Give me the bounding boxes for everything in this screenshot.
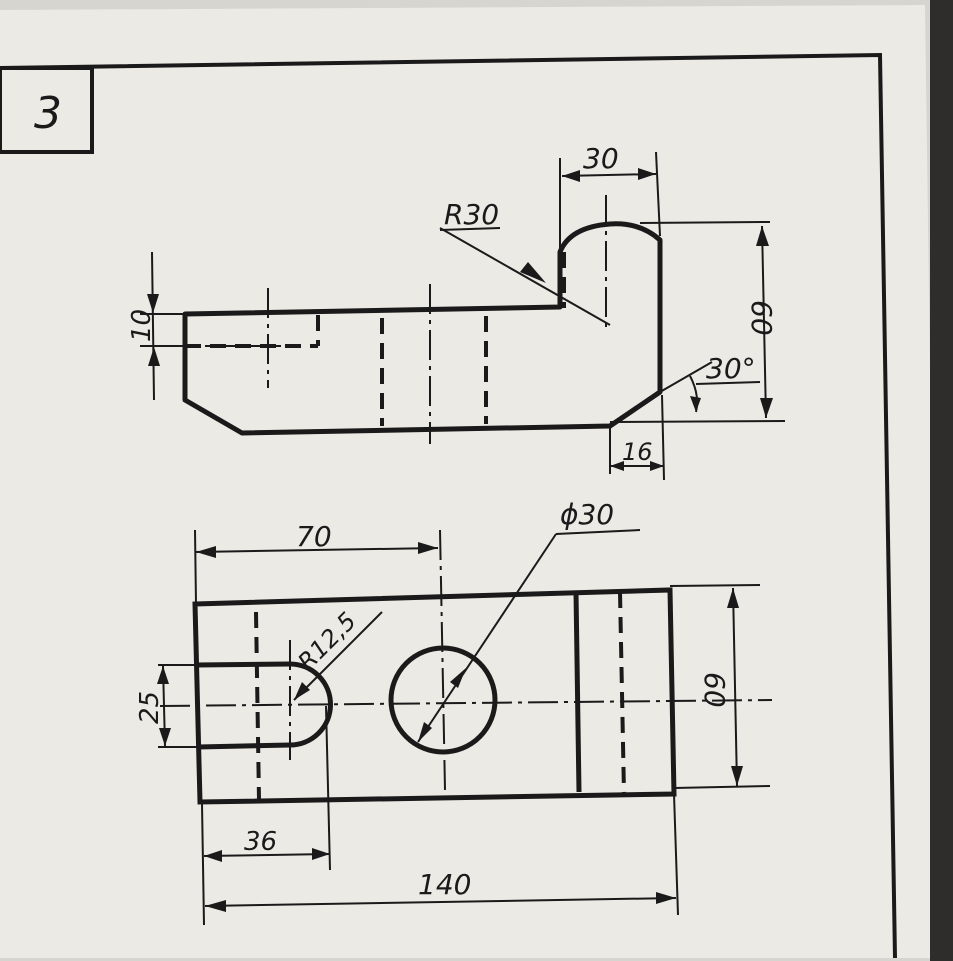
dim-36-label: 36	[244, 827, 277, 857]
drawing-frame	[0, 52, 897, 959]
dim-36-line	[203, 853, 331, 857]
step-line	[573, 591, 582, 793]
dim-10-label: 10	[127, 309, 157, 342]
top-view-outline	[182, 221, 663, 436]
slot-outline	[195, 661, 333, 750]
dim-30-label: 30	[583, 142, 619, 175]
dim-phi30-label: ϕ30	[560, 498, 614, 531]
dim-140-line	[204, 897, 677, 907]
dim-60-bottom-label: 60	[698, 672, 731, 708]
top-view-center-lines	[205, 195, 607, 444]
dim-60-top-label: 60	[745, 300, 778, 336]
bottom-view-center-lines	[159, 529, 773, 791]
r30-underline	[439, 227, 501, 231]
dim-30deg-label: 30°	[706, 352, 756, 385]
paper	[0, 5, 938, 958]
dim-60-bottom-line	[732, 587, 738, 787]
dim-60-top-line	[761, 225, 767, 419]
bottom-view-hidden-lines	[254, 591, 626, 801]
dim-16-label: 16	[622, 438, 653, 466]
dim-r30-label: R30	[444, 198, 499, 231]
dim-25-label: 25	[135, 691, 165, 724]
dim-10-line	[151, 251, 155, 401]
dim-70-line	[195, 547, 439, 553]
bottom-view	[157, 529, 773, 926]
dim-140-label: 140	[418, 868, 471, 901]
dim-70-label: 70	[296, 520, 332, 553]
top-view-hidden-lines	[185, 252, 566, 426]
r30-arrowhead	[520, 262, 546, 283]
page-edge	[930, 0, 953, 961]
top-view	[140, 151, 786, 481]
sheet-number: 3	[34, 88, 62, 139]
sheet-number-box: 3	[0, 66, 94, 154]
r30-leader	[439, 227, 611, 326]
